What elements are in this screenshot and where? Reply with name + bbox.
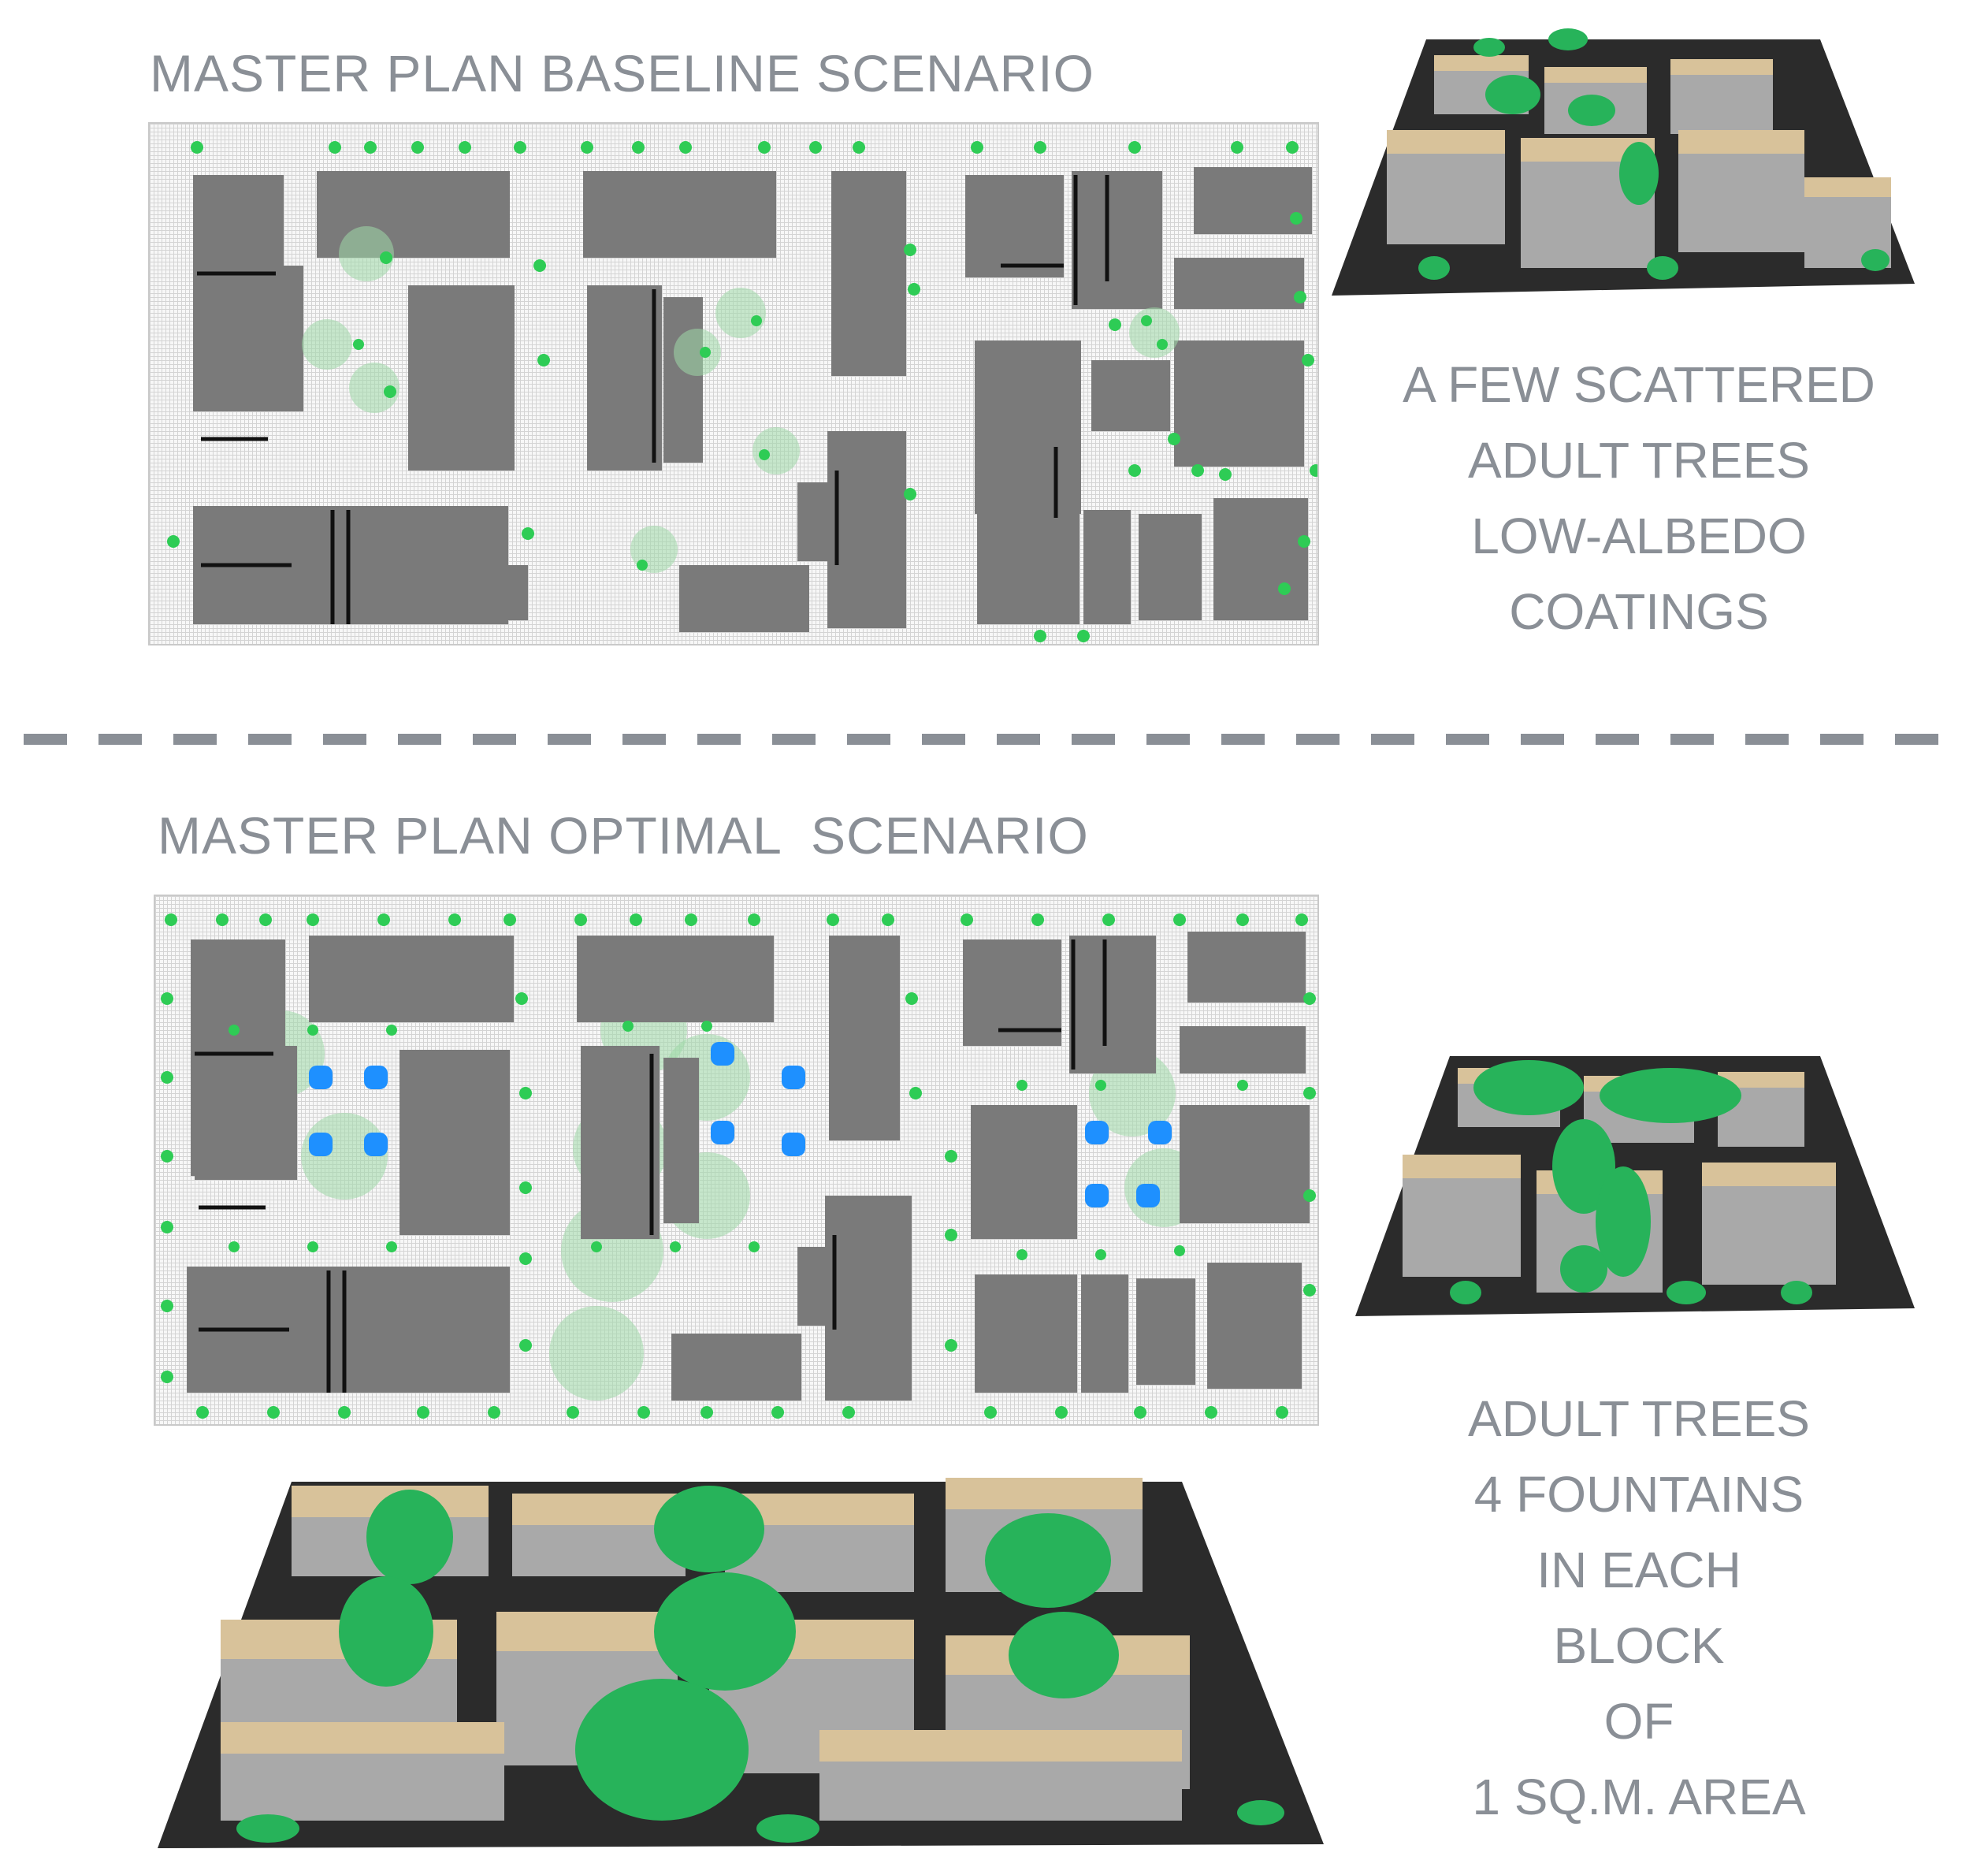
optimal-caption-line: BLOCK [1553, 1617, 1725, 1674]
baseline-title: MASTER PLAN BASELINE SCENARIO [150, 44, 1094, 102]
optimal-building-edges [195, 939, 1107, 1393]
baseline-trees [167, 141, 1317, 642]
baseline-3d-view [1332, 24, 1915, 299]
optimal-3d-small-drawing [1355, 1056, 1915, 1316]
optimal-large-trees [236, 1486, 1284, 1843]
baseline-caption: A FEW SCATTERED ADULT TREES LOW-ALBEDO C… [1371, 347, 1907, 649]
optimal-caption: ADULT TREES 4 FOUNTAINS IN EACH BLOCK OF… [1371, 1381, 1907, 1835]
baseline-buildings [193, 167, 1312, 632]
baseline-plan-drawing [167, 141, 1317, 642]
baseline-3d-drawing [1332, 28, 1915, 296]
optimal-3d-view-large [158, 1466, 1324, 1860]
optimal-trees [161, 913, 1316, 1419]
optimal-caption-line: IN EACH [1537, 1542, 1741, 1598]
baseline-caption-line: A FEW SCATTERED [1403, 356, 1875, 413]
optimal-title: MASTER PLAN OPTIMAL SCENARIO [158, 806, 1089, 865]
baseline-3d-trees [1418, 28, 1890, 280]
optimal-caption-line: ADULT TREES [1468, 1390, 1810, 1447]
baseline-caption-line: COATINGS [1509, 583, 1769, 640]
baseline-building-edges [197, 175, 1109, 624]
baseline-plan-map [148, 122, 1319, 645]
optimal-small-trees [1450, 1060, 1812, 1304]
optimal-plan-drawing [161, 913, 1316, 1419]
optimal-caption-line: 4 FOUNTAINS [1473, 1466, 1804, 1523]
optimal-small-buildings [1403, 1068, 1836, 1293]
optimal-plan-map [154, 895, 1319, 1426]
optimal-3d-view-small [1355, 1040, 1915, 1324]
baseline-caption-line: ADULT TREES [1468, 432, 1810, 489]
optimal-3d-large-drawing [158, 1478, 1324, 1848]
optimal-caption-line: OF [1603, 1693, 1674, 1750]
optimal-caption-line: 1 SQ.M. AREA [1472, 1769, 1806, 1825]
section-divider [24, 734, 1970, 745]
baseline-caption-line: LOW-ALBEDO [1471, 508, 1807, 564]
baseline-tree-canopies [302, 226, 1180, 573]
optimal-fountains [309, 1042, 1172, 1207]
